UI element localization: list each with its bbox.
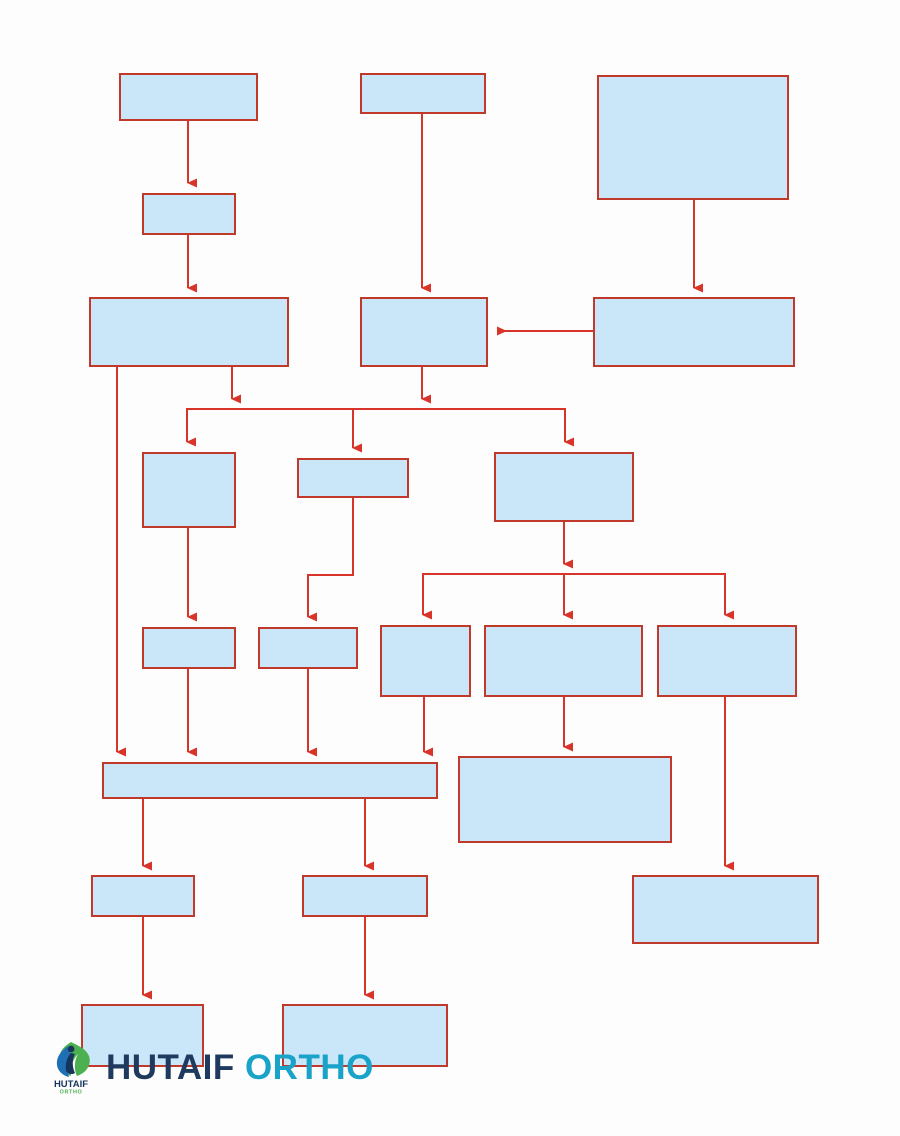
flow-node-n19[interactable] (302, 875, 428, 917)
flow-node-n17[interactable] (458, 756, 672, 843)
logo-caption-secondary: ORTHO (60, 1090, 83, 1095)
flow-node-n21[interactable] (81, 1004, 204, 1067)
logo-caption-primary: HUTAIF (54, 1079, 88, 1090)
hutaif-ortho-logo-icon: HUTAIF ORTHO (54, 1042, 90, 1095)
flow-node-n3[interactable] (597, 75, 789, 200)
flow-node-n11[interactable] (142, 627, 236, 669)
flow-node-n7[interactable] (593, 297, 795, 367)
flow-node-n12[interactable] (258, 627, 358, 669)
flow-node-n2[interactable] (360, 73, 486, 114)
brand-wordmark-primary: HUTAIF (106, 1047, 235, 1087)
flow-node-n9[interactable] (297, 458, 409, 498)
flow-node-n22[interactable] (282, 1004, 448, 1067)
flow-node-n15[interactable] (657, 625, 797, 697)
flow-node-n10[interactable] (494, 452, 634, 522)
flow-node-n5[interactable] (89, 297, 289, 367)
flow-node-n1[interactable] (119, 73, 258, 121)
connector-layer (116, 113, 734, 1000)
flow-node-n14[interactable] (484, 625, 643, 697)
flow-node-n6[interactable] (360, 297, 488, 367)
edge-n9-n12-elbow (307, 497, 354, 622)
brand-wordmark-secondary: ORTHO (244, 1047, 374, 1087)
node-layer (81, 73, 819, 1067)
flow-node-n18[interactable] (91, 875, 195, 917)
flow-node-n13[interactable] (380, 625, 471, 697)
flow-node-n20[interactable] (632, 875, 819, 944)
flow-node-n4[interactable] (142, 193, 236, 235)
brand-watermark: HUTAIF ORTHO HUTAIF ORTHO (48, 1036, 374, 1098)
flow-node-n8[interactable] (142, 452, 236, 528)
brand-wordmark: HUTAIF ORTHO (106, 1050, 374, 1085)
flow-node-n16[interactable] (102, 762, 438, 799)
